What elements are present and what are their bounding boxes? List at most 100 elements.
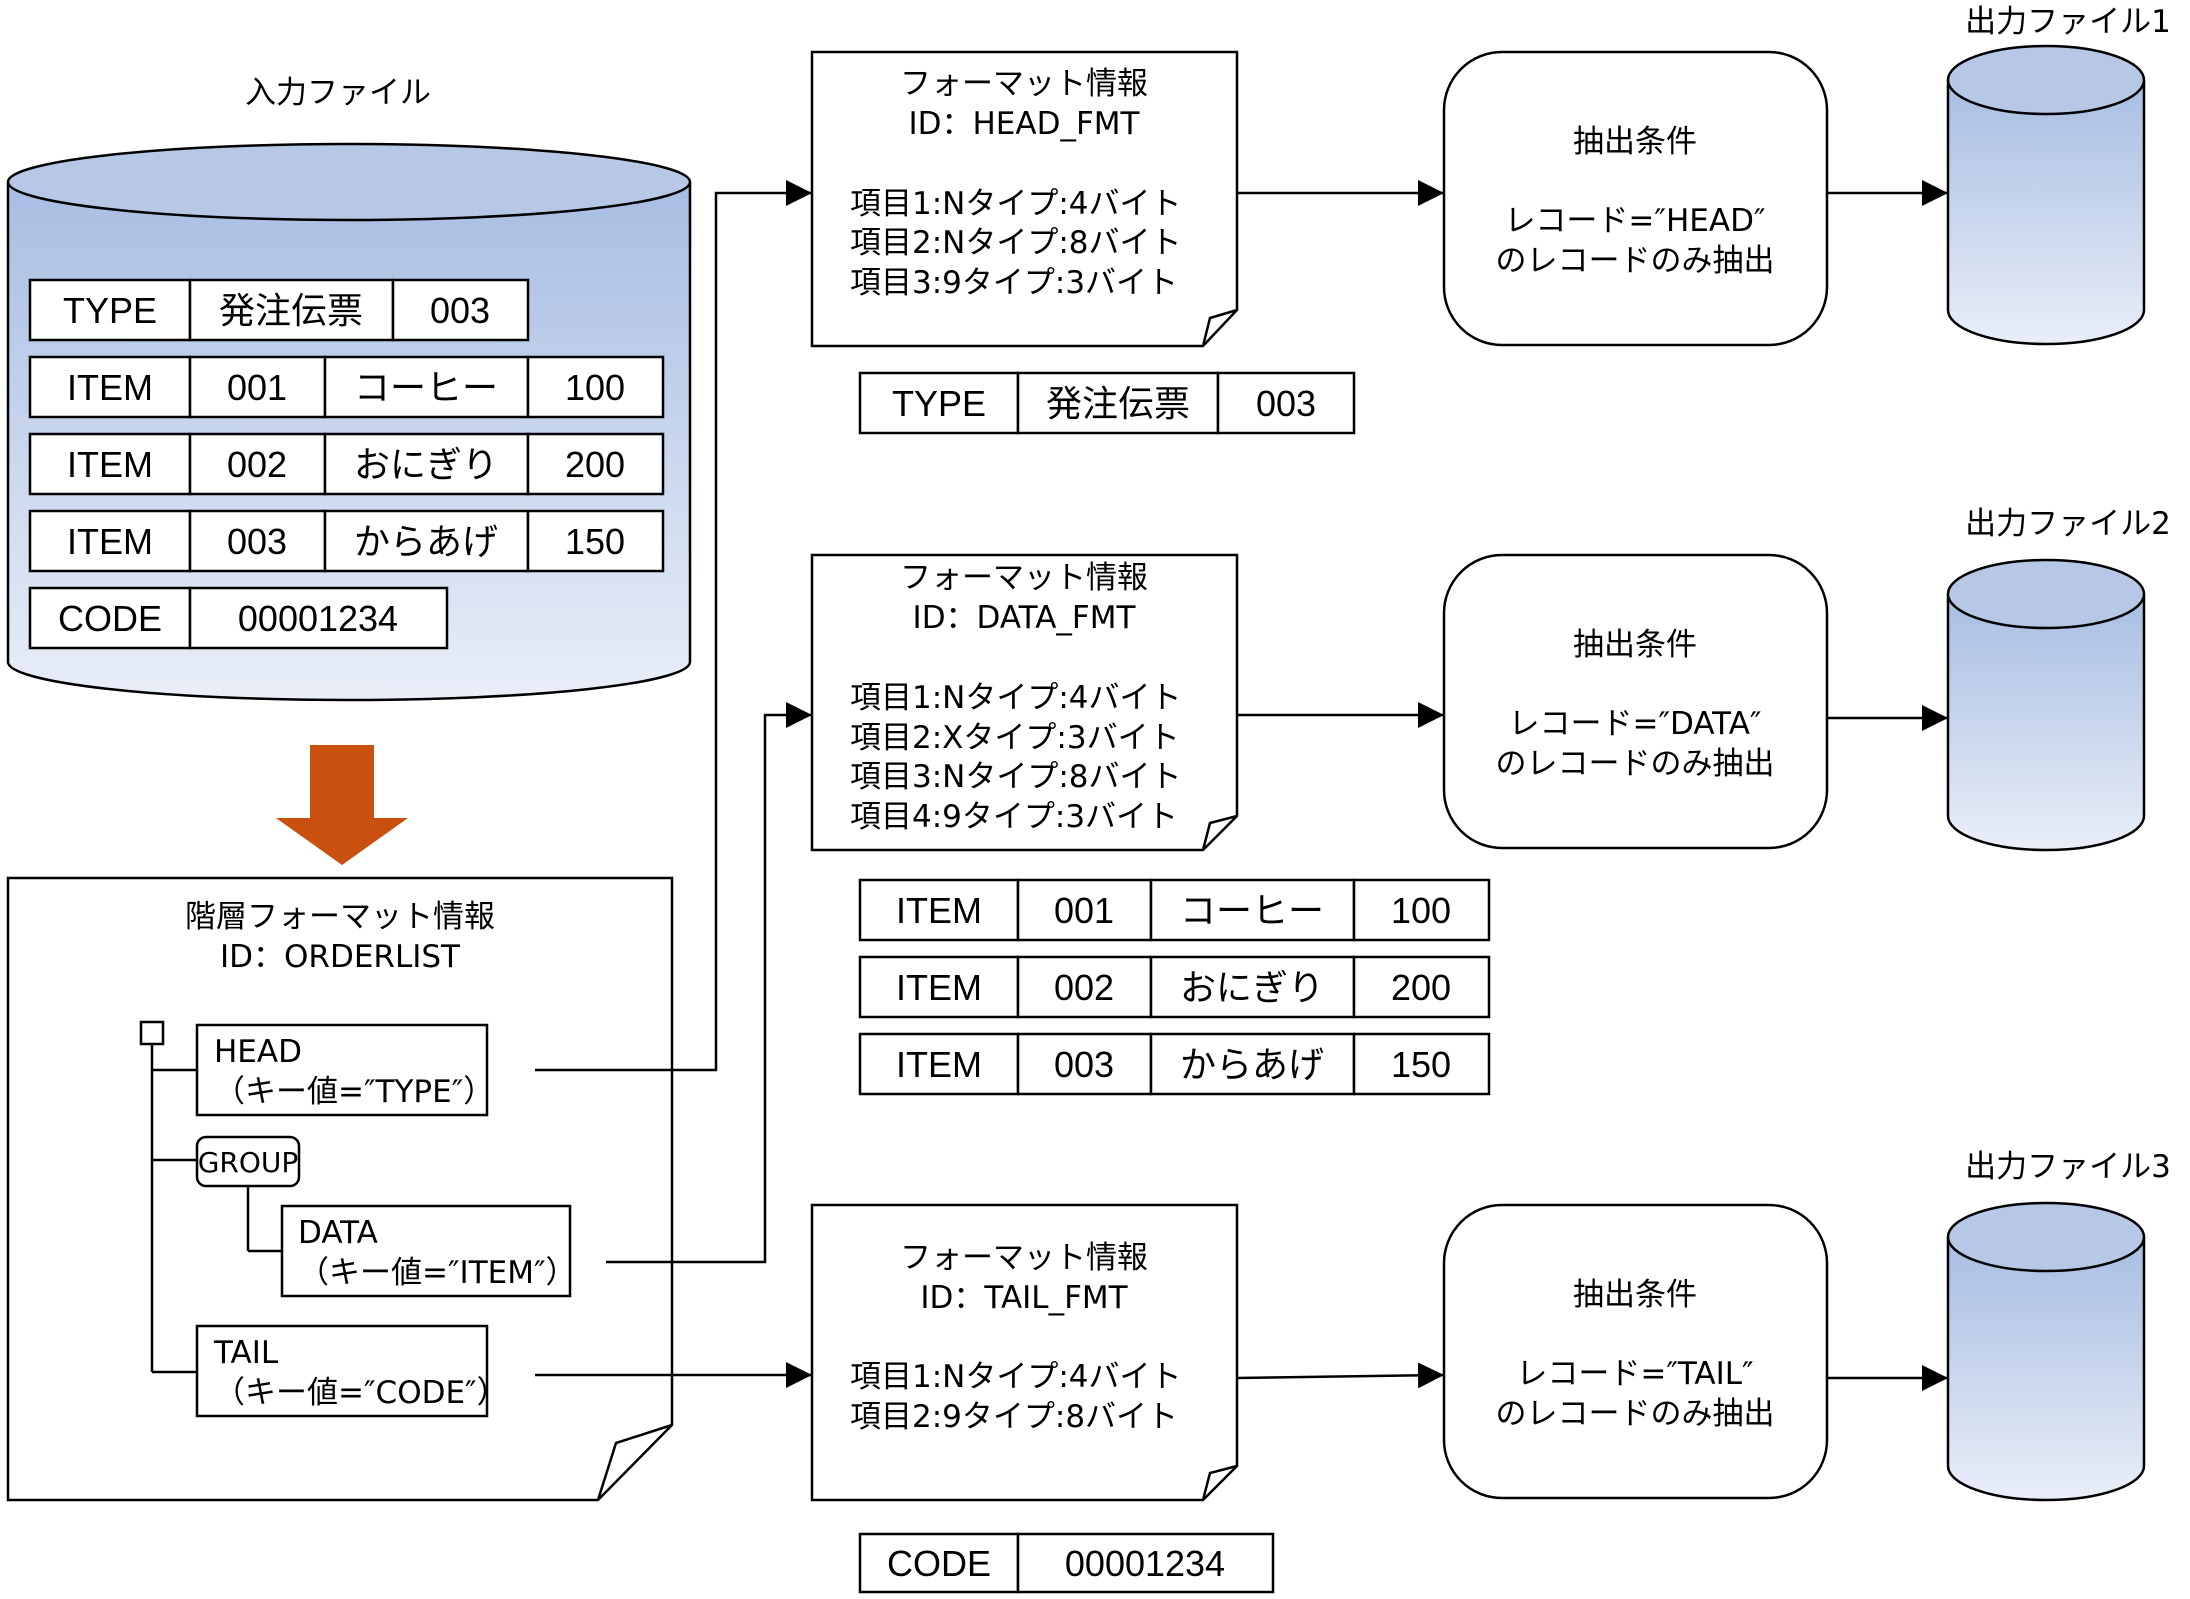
table-cell: コーヒー [1180, 890, 1324, 931]
node-name: TAIL [213, 1335, 279, 1371]
condition-title: 抽出条件 [1573, 1277, 1697, 1313]
hierarchy-id: ID：ORDERLIST [220, 939, 461, 975]
table-cell: 003 [1256, 383, 1316, 424]
condition-box-tail [1442, 1203, 1829, 1500]
table-cell: 200 [1391, 967, 1451, 1008]
format-id: ID：HEAD_FMT [908, 106, 1140, 142]
table-cell: CODE [58, 598, 162, 639]
table-cell: 001 [1054, 890, 1114, 931]
tree-node-data: DATA （キー値=″ITEM″） [280, 1204, 577, 1298]
condition-line2: のレコードのみ抽出 [1496, 746, 1775, 782]
table-cell: 発注伝票 [219, 290, 363, 331]
input-record-item-2: ITEM 002 おにぎり 200 [28, 432, 665, 496]
table-cell: ITEM [67, 521, 153, 562]
table-cell: 003 [227, 521, 287, 562]
hierarchy-title: 階層フォーマット情報 [185, 899, 495, 935]
table-cell: 発注伝票 [1046, 383, 1190, 424]
format-item: 項目1:Nタイプ:4バイト [850, 186, 1182, 222]
format-document-data [810, 553, 1239, 852]
hierarchy-format-document [6, 876, 674, 1502]
table-cell: 150 [1391, 1044, 1451, 1085]
output-file-cylinder-2 [1946, 558, 2146, 852]
input-record-code: CODE 00001234 [28, 586, 449, 650]
table-cell: からあげ [1180, 1044, 1324, 1085]
condition-title: 抽出条件 [1573, 627, 1697, 663]
table-cell: 002 [227, 444, 287, 485]
table-cell: 200 [565, 444, 625, 485]
node-connectors [535, 180, 812, 1388]
format-id: ID：DATA_FMT [913, 600, 1137, 636]
output-file-label: 出力ファイル3 [1965, 1149, 2171, 1185]
tree-node-tail: TAIL （キー値=″CODE″） [195, 1324, 508, 1418]
table-cell: ITEM [896, 890, 982, 931]
output-file-label: 出力ファイル2 [1965, 506, 2171, 542]
down-arrow-icon [276, 745, 408, 865]
tree-node-head: HEAD （キー値=″TYPE″） [195, 1023, 494, 1117]
record-type-head: TYPE 発注伝票 003 [858, 371, 1356, 435]
table-cell: コーヒー [354, 367, 498, 408]
condition-line1: レコード=″HEAD″ [1504, 203, 1765, 239]
format-item: 項目2:Xタイプ:3バイト [850, 720, 1180, 756]
format-item: 項目1:Nタイプ:4バイト [850, 1359, 1182, 1395]
format-item: 項目3:Nタイプ:8バイト [850, 759, 1182, 795]
condition-line1: レコード=″TAIL″ [1516, 1356, 1753, 1392]
record-item-1: ITEM 001 コーヒー 100 [858, 878, 1491, 942]
table-cell: TYPE [63, 290, 157, 331]
table-cell: ITEM [896, 967, 982, 1008]
table-cell: ITEM [896, 1044, 982, 1085]
tree-connectors [150, 1044, 282, 1374]
format-document-head [810, 50, 1239, 348]
table-cell: 001 [227, 367, 287, 408]
table-cell: ITEM [67, 444, 153, 485]
record-code: CODE 00001234 [858, 1532, 1275, 1594]
table-cell: 00001234 [238, 598, 398, 639]
format-document-tail [810, 1203, 1239, 1502]
table-cell: TYPE [892, 383, 986, 424]
output-file-label: 出力ファイル1 [1965, 4, 2171, 40]
node-name: DATA [298, 1215, 378, 1251]
table-cell: からあげ [354, 521, 498, 562]
table-cell: 003 [430, 290, 490, 331]
table-cell: 00001234 [1065, 1543, 1225, 1584]
format-id: ID：TAIL_FMT [920, 1280, 1128, 1316]
table-cell: 150 [565, 521, 625, 562]
condition-line1: レコード=″DATA″ [1509, 706, 1762, 742]
format-title: フォーマット情報 [900, 66, 1148, 102]
input-record-item-3: ITEM 003 からあげ 150 [28, 509, 665, 573]
output-file-cylinder-3 [1946, 1201, 2146, 1502]
input-record-type: TYPE 発注伝票 003 [28, 278, 530, 342]
node-name: GROUP [198, 1146, 299, 1179]
tree-root-square-icon [139, 1020, 165, 1046]
format-item: 項目1:Nタイプ:4バイト [850, 680, 1182, 716]
node-key: （キー値=″TYPE″） [214, 1074, 494, 1110]
format-item: 項目4:9タイプ:3バイト [850, 799, 1178, 835]
table-cell: 100 [565, 367, 625, 408]
condition-line2: のレコードのみ抽出 [1496, 1396, 1775, 1432]
record-item-2: ITEM 002 おにぎり 200 [858, 955, 1491, 1019]
format-title: フォーマット情報 [900, 1240, 1148, 1276]
input-file-title: 入力ファイル [245, 75, 431, 111]
node-key: （キー値=″ITEM″） [298, 1255, 577, 1291]
table-cell: 002 [1054, 967, 1114, 1008]
format-title: フォーマット情報 [900, 560, 1148, 596]
format-item: 項目2:9タイプ:8バイト [850, 1399, 1178, 1435]
condition-title: 抽出条件 [1573, 124, 1697, 160]
record-item-3: ITEM 003 からあげ 150 [858, 1032, 1491, 1096]
table-cell: ITEM [67, 367, 153, 408]
input-record-item-1: ITEM 001 コーヒー 100 [28, 355, 665, 419]
node-name: HEAD [214, 1034, 302, 1070]
table-cell: 100 [1391, 890, 1451, 931]
table-cell: おにぎり [1180, 967, 1324, 1008]
condition-box-data [1442, 553, 1829, 850]
table-cell: 003 [1054, 1044, 1114, 1085]
condition-box-head [1442, 50, 1829, 347]
flow-arrow [1236, 1362, 1445, 1389]
tree-node-group: GROUP [195, 1135, 301, 1188]
output-file-cylinder-1 [1946, 44, 2146, 346]
table-cell: おにぎり [354, 444, 498, 485]
condition-line2: のレコードのみ抽出 [1496, 243, 1775, 279]
node-key: （キー値=″CODE″） [214, 1375, 508, 1411]
table-cell: CODE [887, 1543, 991, 1584]
